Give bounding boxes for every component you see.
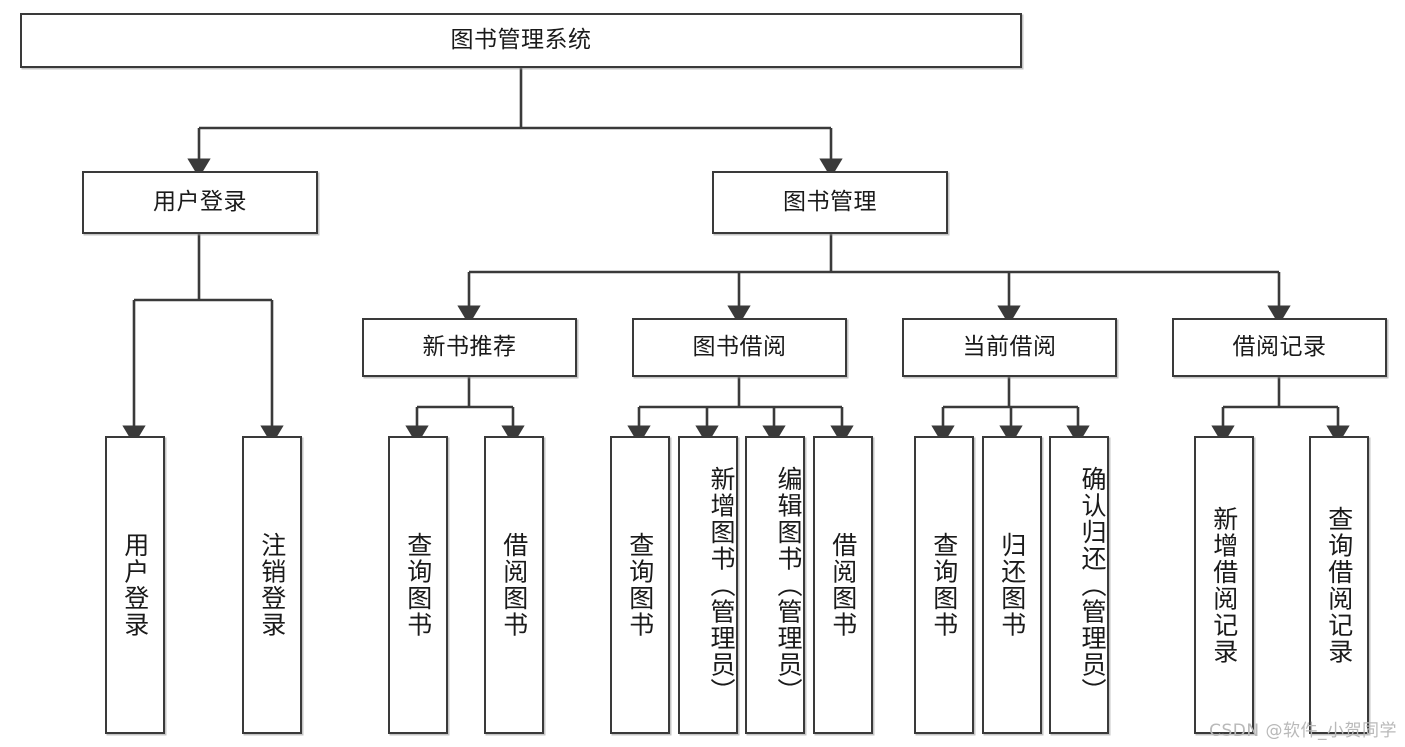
leaf-borrow-book-new-recommend[interactable]: 借阅图书 [484,436,544,734]
node-label: 查询借阅记录 [1324,505,1354,665]
node-current-borrow[interactable]: 当前借阅 [902,318,1117,377]
node-label: 新增借阅记录 [1209,505,1239,665]
leaf-confirm-return-admin[interactable]: 确认归还（管理员） [1049,436,1109,734]
node-book-borrow[interactable]: 图书借阅 [632,318,847,377]
node-root-book-management-system[interactable]: 图书管理系统 [20,13,1022,68]
node-user-login[interactable]: 用户登录 [82,171,318,234]
node-label: 图书管理系统 [450,27,592,54]
node-new-book-recommend[interactable]: 新书推荐 [362,318,577,377]
node-label: 查询图书 [625,532,655,638]
node-label: 编辑图书（管理员） [774,465,803,705]
node-label: 查询图书 [403,532,433,638]
node-label: 注销登录 [257,532,287,638]
node-label: 借阅记录 [1232,334,1327,361]
leaf-query-book-current[interactable]: 查询图书 [914,436,974,734]
csdn-watermark: CSDN @软件_小贺同学 [1209,721,1397,741]
leaf-query-book-new-recommend[interactable]: 查询图书 [388,436,448,734]
leaf-user-logout[interactable]: 注销登录 [242,436,302,734]
leaf-add-book-admin[interactable]: 新增图书（管理员） [678,436,738,734]
node-label: 图书借阅 [692,334,787,361]
leaf-query-book-borrow[interactable]: 查询图书 [610,436,670,734]
node-label: 用户登录 [120,532,150,638]
leaf-user-login[interactable]: 用户登录 [105,436,165,734]
node-label: 用户登录 [153,189,247,216]
node-label: 新增图书（管理员） [707,465,736,705]
leaf-query-borrow-record[interactable]: 查询借阅记录 [1309,436,1369,734]
node-label: 确认归还（管理员） [1078,465,1107,705]
node-label: 图书管理 [783,189,877,216]
node-label: 借阅图书 [828,532,858,638]
leaf-add-borrow-record[interactable]: 新增借阅记录 [1194,436,1254,734]
node-label: 新书推荐 [422,334,517,361]
node-label: 当前借阅 [962,334,1057,361]
node-label: 查询图书 [929,532,959,638]
node-label: 借阅图书 [499,532,529,638]
node-borrow-record[interactable]: 借阅记录 [1172,318,1387,377]
leaf-borrow-book-borrow[interactable]: 借阅图书 [813,436,873,734]
node-label: 归还图书 [997,532,1027,638]
leaf-return-book[interactable]: 归还图书 [982,436,1042,734]
node-book-management[interactable]: 图书管理 [712,171,948,234]
leaf-edit-book-admin[interactable]: 编辑图书（管理员） [745,436,805,734]
